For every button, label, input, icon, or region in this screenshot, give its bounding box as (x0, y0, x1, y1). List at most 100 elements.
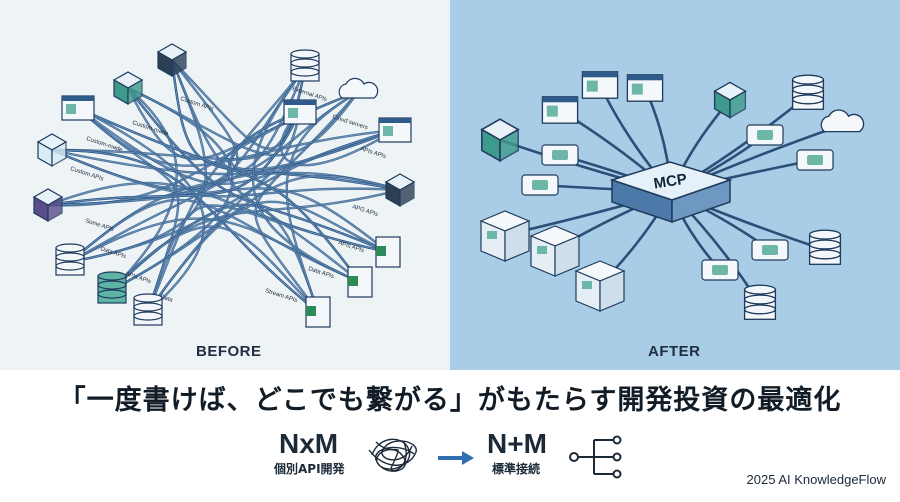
server-box (574, 260, 626, 312)
server-teal-device (480, 118, 520, 163)
db-top (791, 74, 825, 85)
window-device (541, 96, 579, 124)
connector-card (751, 239, 789, 261)
cable-highlight (47, 111, 301, 206)
window-block (288, 108, 298, 118)
cable-highlight (227, 67, 361, 283)
window-bar (284, 100, 316, 105)
cloud-device (338, 77, 379, 99)
db-top (55, 243, 85, 253)
db-top (97, 280, 127, 290)
cloud-shape (338, 77, 379, 99)
connector-card (746, 124, 784, 146)
window-block (586, 80, 598, 92)
server-teal-device (713, 81, 747, 119)
tangled-cables (47, 59, 401, 313)
cloud-device (820, 109, 865, 133)
headline: 「一度書けば、どこでも繋がる」がもたらす開発投資の最適化 (58, 385, 842, 416)
sheet-badge (306, 306, 316, 316)
window-bar (627, 74, 663, 81)
n-plus-m-formula: N+M (487, 428, 547, 459)
server-device (156, 43, 188, 78)
cable-highlight (47, 187, 389, 253)
right-arrow-icon (438, 451, 474, 465)
cable-highlight (69, 59, 238, 263)
cable-highlight (77, 107, 396, 167)
box-badge (537, 246, 547, 254)
window-device (626, 74, 664, 102)
window-bar (542, 96, 578, 103)
cable-highlight (286, 91, 359, 313)
nxm-caption: 個別API開発 (274, 462, 345, 476)
card-chip (552, 150, 568, 160)
face-right (499, 128, 519, 163)
window-device (581, 71, 619, 99)
sheet-badge (376, 246, 386, 256)
cable-highlight (51, 149, 401, 197)
connector-card (521, 174, 559, 196)
cable-highlight (280, 111, 396, 166)
cable-highlight (147, 111, 301, 313)
db-top (290, 58, 320, 68)
server-box (529, 225, 581, 277)
db-top (743, 284, 777, 295)
db-top (133, 311, 163, 321)
copyright: 2025 AI KnowledgeFlow (746, 472, 886, 487)
box-badge (487, 231, 497, 239)
db-top (808, 239, 842, 250)
mcp-hub: MCP (609, 161, 733, 224)
window-block (546, 105, 558, 117)
db-device (133, 293, 163, 326)
cable-highlight (230, 111, 396, 170)
window-block (66, 104, 76, 114)
db-teal-device (97, 271, 127, 304)
cloud-shape (820, 109, 865, 133)
db-device (290, 49, 320, 82)
connector-card (796, 149, 834, 171)
sheet-device (347, 266, 373, 298)
tangled-wires-icon (368, 438, 417, 472)
cube-purple-device (32, 188, 64, 223)
db-device (808, 229, 842, 265)
db-top (55, 252, 85, 262)
cable-highlight (127, 87, 389, 253)
server-device (384, 173, 416, 208)
card-chip (757, 130, 773, 140)
before-after-illustration: Custom APIsCustom-madeCustom-madeCustom … (0, 0, 900, 370)
cable-highlight (111, 226, 319, 313)
sheet-badge (348, 276, 358, 286)
db-top (133, 293, 163, 303)
window-bar (379, 118, 411, 123)
db-top (97, 271, 127, 281)
sheet-device (375, 236, 401, 268)
mcp-label: MCP (652, 171, 688, 193)
cable-highlight (69, 199, 361, 283)
box-badge (582, 281, 592, 289)
db-top (791, 94, 825, 105)
after-label: AFTER (648, 343, 701, 360)
db-top (290, 49, 320, 59)
cable-highlight (77, 107, 361, 283)
box-right (504, 220, 530, 262)
branching-connector-icon (569, 435, 622, 479)
cable-highlight (171, 59, 401, 191)
cable-highlight (69, 129, 396, 263)
db-device (791, 74, 825, 110)
db-top (55, 261, 85, 271)
db-top (743, 294, 777, 305)
db-top (97, 289, 127, 299)
cube-device (36, 133, 68, 168)
nxm-formula: NxM (279, 428, 339, 459)
before-devices (32, 43, 416, 328)
face-right (729, 90, 747, 119)
face-right (399, 180, 415, 208)
window-device (378, 117, 412, 143)
window-bar (62, 96, 94, 101)
cable-highlight (51, 149, 319, 313)
after-devices (479, 71, 865, 320)
db-top (290, 67, 320, 77)
cable-highlight (111, 175, 401, 291)
box-right (554, 235, 580, 277)
cable-highlight (147, 205, 389, 313)
